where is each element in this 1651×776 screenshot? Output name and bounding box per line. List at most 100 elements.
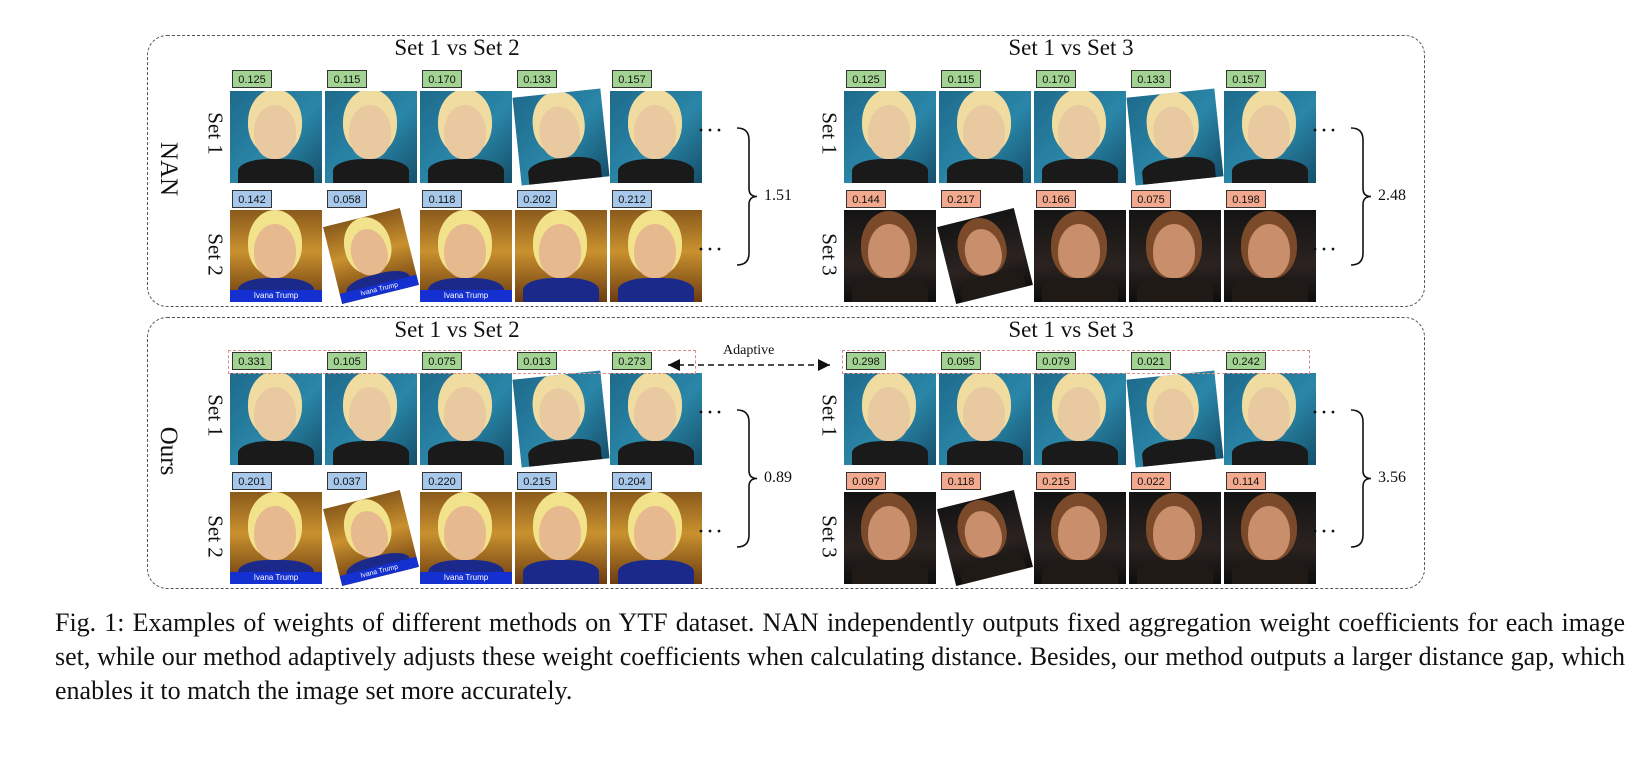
weight-badge: 0.058	[327, 190, 367, 208]
shoulders	[428, 159, 504, 183]
figure-overlay	[668, 127, 1372, 548]
weight-badge: 0.105	[327, 352, 367, 370]
ellipsis: ···	[1311, 118, 1338, 144]
comparison-title: Set 1 vs Set 2	[394, 35, 520, 60]
face	[1248, 224, 1290, 278]
face	[1248, 387, 1290, 441]
name-caption: Ivana Trump	[420, 290, 512, 302]
ellipsis: ···	[1311, 237, 1338, 263]
ellipsis: ···	[1311, 400, 1338, 426]
weight-badge: 0.144	[846, 190, 886, 208]
weight-badge: 0.022	[1131, 472, 1171, 490]
shoulders	[618, 159, 694, 183]
face-thumbnail	[515, 492, 607, 584]
weight-badge: 0.114	[1226, 472, 1266, 490]
shoulders	[852, 278, 928, 302]
weight-badge: 0.133	[1131, 70, 1171, 88]
distance-value: 3.56	[1378, 468, 1406, 486]
weight-badge: 0.118	[941, 472, 981, 490]
ellipsis: ···	[697, 118, 724, 144]
distance-value: 0.89	[764, 468, 792, 486]
weight-badge: 0.097	[846, 472, 886, 490]
face	[1248, 506, 1290, 560]
weight-badge: 0.215	[1036, 472, 1076, 490]
face-thumbnail	[610, 91, 702, 183]
face-thumbnail: Ivana Trump	[230, 210, 322, 302]
face-thumbnail	[844, 492, 936, 584]
brace	[736, 409, 758, 548]
face	[868, 105, 910, 159]
weight-badge: 0.115	[941, 70, 981, 88]
face	[254, 506, 296, 560]
weight-badge: 0.202	[517, 190, 557, 208]
shoulders	[1232, 278, 1308, 302]
face	[963, 105, 1005, 159]
face-thumbnail	[1034, 492, 1126, 584]
comparison-title: Set 1 vs Set 3	[1008, 35, 1134, 60]
weight-badge: 0.170	[422, 70, 462, 88]
shoulders	[947, 159, 1023, 183]
comparison-title: Set 1 vs Set 2	[394, 317, 520, 342]
shoulders	[1137, 278, 1213, 302]
arrow-head	[668, 359, 680, 371]
face	[1153, 224, 1195, 278]
face-thumbnail	[844, 210, 936, 302]
comparison-title: Set 1 vs Set 3	[1008, 317, 1134, 342]
weight-badge: 0.115	[327, 70, 367, 88]
face	[634, 506, 676, 560]
ellipsis: ···	[697, 400, 724, 426]
face-thumbnail	[1224, 492, 1316, 584]
shoulders	[1232, 441, 1308, 465]
face	[1058, 506, 1100, 560]
weight-badge: 0.125	[232, 70, 272, 88]
face-thumbnail	[610, 373, 702, 465]
name-caption: Ivana Trump	[420, 572, 512, 584]
weight-badge: 0.021	[1131, 352, 1171, 370]
face	[349, 387, 391, 441]
face-thumbnail	[325, 373, 417, 465]
weight-badge: 0.095	[941, 352, 981, 370]
weight-badge: 0.298	[846, 352, 886, 370]
face-thumbnail	[610, 210, 702, 302]
face	[634, 387, 676, 441]
face-thumbnail: Ivana Trump	[420, 492, 512, 584]
shoulders	[618, 441, 694, 465]
arrow-head	[818, 359, 830, 371]
shoulders	[1232, 560, 1308, 584]
distance-value: 1.51	[764, 186, 792, 204]
figure-caption: Fig. 1: Examples of weights of different…	[55, 608, 1625, 705]
face	[444, 387, 486, 441]
shoulders	[852, 560, 928, 584]
weight-badge: 0.133	[517, 70, 557, 88]
face-thumbnail	[939, 373, 1031, 465]
face	[868, 224, 910, 278]
face	[868, 506, 910, 560]
weight-badge: 0.075	[1131, 190, 1171, 208]
face	[634, 105, 676, 159]
face-thumbnail	[1129, 210, 1221, 302]
shoulders	[333, 159, 409, 183]
face-thumbnail	[939, 91, 1031, 183]
face	[444, 105, 486, 159]
face-thumbnail	[230, 91, 322, 183]
shoulders	[1042, 441, 1118, 465]
ellipsis: ···	[697, 237, 724, 263]
adaptive-label: Adaptive	[723, 343, 775, 358]
face	[1058, 105, 1100, 159]
shoulders	[1042, 560, 1118, 584]
face	[868, 387, 910, 441]
shoulders	[947, 441, 1023, 465]
weight-badge: 0.142	[232, 190, 272, 208]
face	[444, 224, 486, 278]
face	[254, 105, 296, 159]
method-panel-nan	[147, 35, 1425, 307]
ellipsis: ···	[1311, 519, 1338, 545]
adaptive-weights-highlight	[228, 350, 696, 374]
face	[349, 105, 391, 159]
face-thumbnail	[1034, 210, 1126, 302]
face-thumbnail	[420, 91, 512, 183]
weight-badge: 0.125	[846, 70, 886, 88]
face	[1058, 224, 1100, 278]
weight-badge: 0.157	[1226, 70, 1266, 88]
face-thumbnail: Ivana Trump	[230, 492, 322, 584]
